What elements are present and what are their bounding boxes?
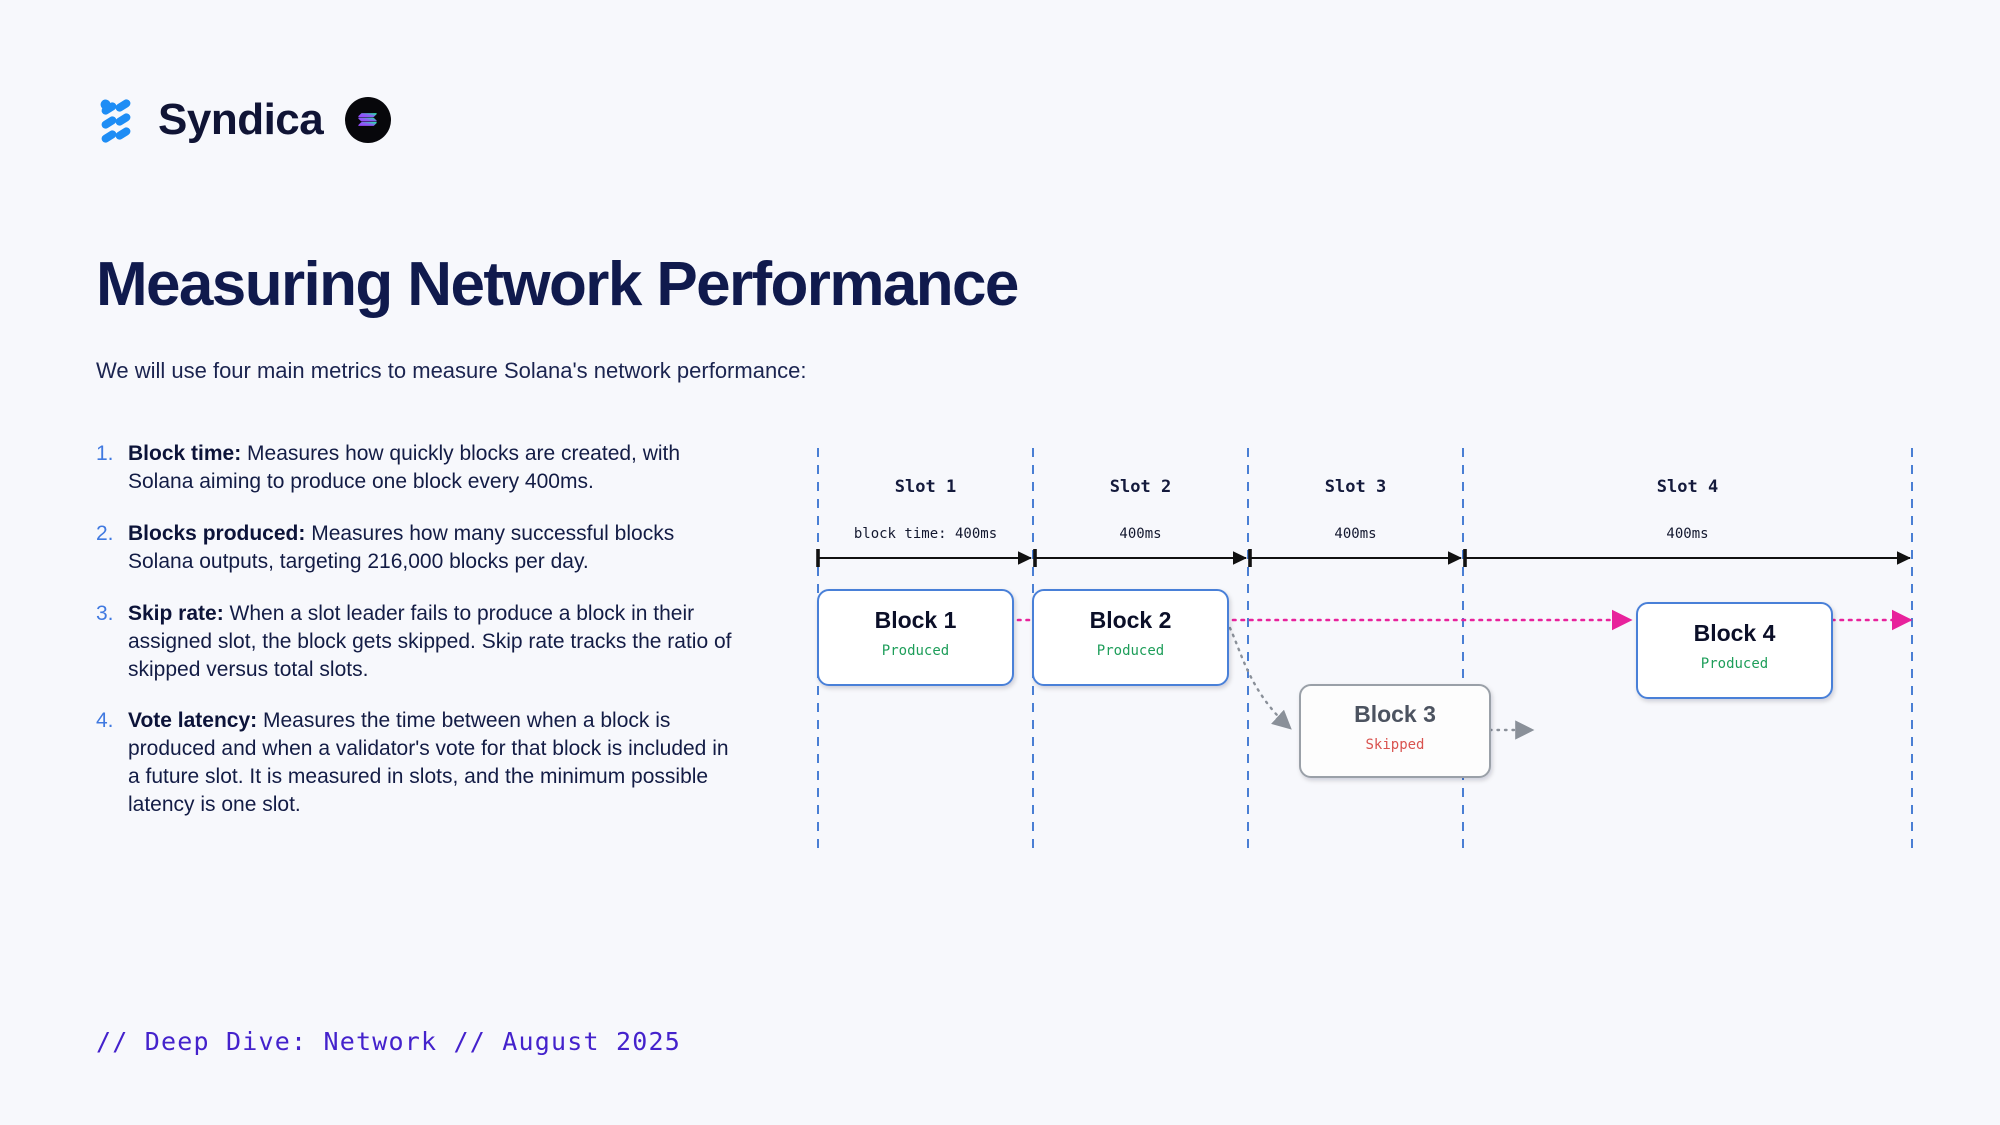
block-status: Skipped: [1365, 737, 1424, 753]
slot-label: Slot 3: [1325, 477, 1386, 497]
list-item-number: 1.: [96, 442, 114, 465]
block-status: Produced: [882, 643, 949, 659]
slot-label: Slot 2: [1110, 477, 1171, 497]
list-item: 2. Blocks produced: Measures how many su…: [96, 520, 736, 576]
slot-timeline-diagram: Slot 1 Slot 2 Slot 3 Slot 4 block time: …: [790, 440, 1950, 860]
slot-label: Slot 4: [1657, 477, 1718, 497]
slot-duration-label: block time: 400ms: [854, 526, 997, 542]
list-item-body: Blocks produced: Measures how many succe…: [128, 520, 736, 576]
slot-duration-label: 400ms: [1334, 526, 1376, 542]
list-item-number: 4.: [96, 709, 114, 733]
solana-logo-icon: [345, 97, 392, 143]
block-status: Produced: [1701, 656, 1768, 672]
slot-label: Slot 1: [895, 477, 956, 497]
list-item-text: When a slot leader fails to produce a bl…: [128, 601, 732, 681]
block-card-2[interactable]: Block 2 Produced: [1032, 589, 1229, 686]
page-subtitle: We will use four main metrics to measure…: [96, 358, 807, 383]
list-item: 3. Skip rate: When a slot leader fails t…: [96, 600, 736, 684]
block-title: Block 4: [1694, 620, 1776, 646]
list-item-term: Blocks produced:: [128, 521, 306, 545]
list-item-term: Block time:: [128, 442, 242, 465]
list-item-text: Measures how quickly blocks are created,…: [128, 442, 681, 493]
list-item-body: Skip rate: When a slot leader fails to p…: [128, 600, 736, 684]
skip-arrow-in: [1228, 626, 1292, 730]
footer-note: // Deep Dive: Network // August 2025: [96, 1027, 682, 1056]
block-title: Block 2: [1090, 607, 1172, 633]
syndica-logo-icon: [96, 96, 144, 144]
block-card-1[interactable]: Block 1 Produced: [817, 589, 1014, 686]
list-item-body: Vote latency: Measures the time between …: [128, 707, 736, 819]
metrics-list: 1. Block time: Measures how quickly bloc…: [96, 440, 736, 843]
list-item-number: 2.: [96, 521, 114, 545]
block-title: Block 1: [875, 607, 957, 633]
list-item-number: 3.: [96, 601, 114, 625]
list-item-term: Skip rate:: [128, 601, 224, 625]
block-card-4[interactable]: Block 4 Produced: [1636, 602, 1833, 699]
list-item: 4. Vote latency: Measures the time betwe…: [96, 707, 736, 819]
brand-header: Syndica: [96, 95, 392, 144]
page-title: Measuring Network Performance: [96, 250, 1019, 319]
list-item-text: Measures how many successful blocks Sola…: [128, 521, 675, 573]
list-item-body: Block time: Measures how quickly blocks …: [128, 440, 736, 496]
slot-duration-label: 400ms: [1119, 526, 1161, 542]
slot-duration-label: 400ms: [1666, 526, 1708, 542]
syndica-lockup: Syndica: [96, 95, 324, 144]
block-status: Produced: [1097, 643, 1164, 659]
list-item-text: Measures the time between when a block i…: [128, 709, 729, 817]
list-item-term: Vote latency:: [128, 709, 258, 733]
list-item: 1. Block time: Measures how quickly bloc…: [96, 440, 736, 496]
block-card-3[interactable]: Block 3 Skipped: [1299, 684, 1491, 778]
block-title: Block 3: [1354, 701, 1436, 727]
brand-name: Syndica: [158, 95, 324, 144]
